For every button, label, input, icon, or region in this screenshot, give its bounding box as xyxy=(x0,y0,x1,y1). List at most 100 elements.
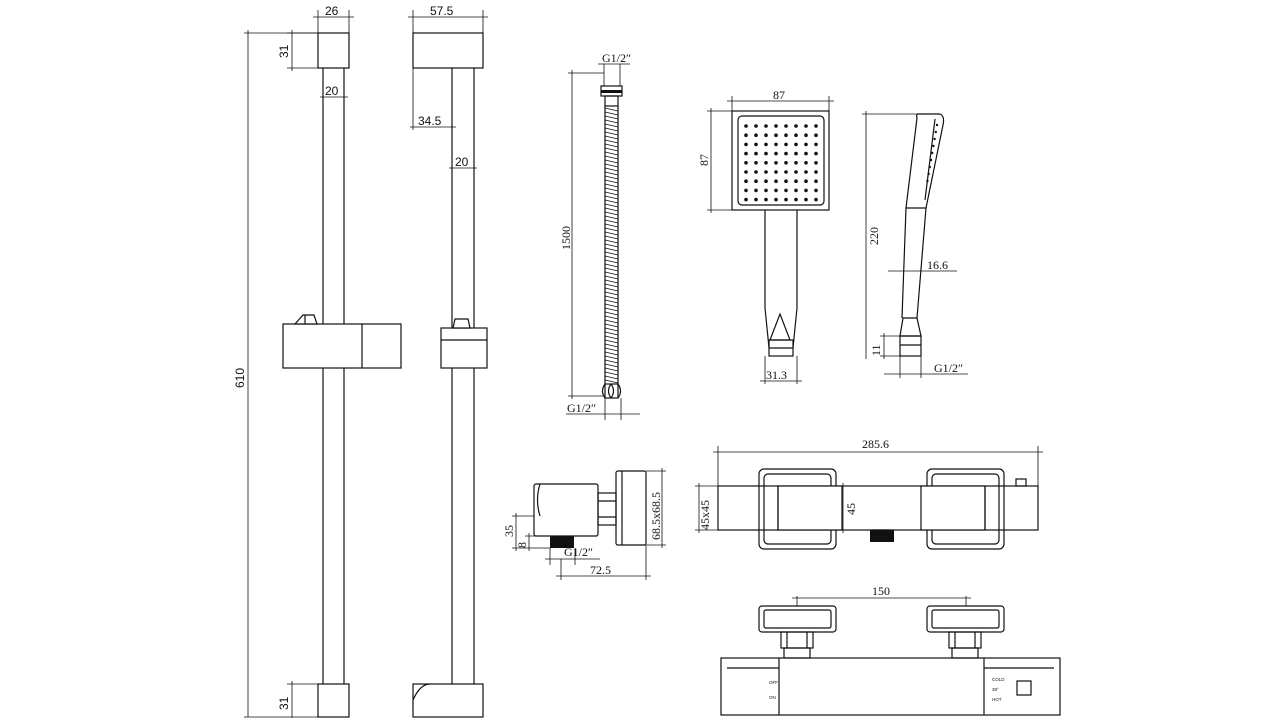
valve-height-label: 45 xyxy=(844,503,858,515)
spray-nozzle xyxy=(774,197,778,202)
wall-outlet-view: 35 8 G1/2″ 72.5 68.5x68.5 xyxy=(502,468,666,580)
spray-nozzle xyxy=(794,170,798,174)
riser-rail-front-view: 26 31 20 610 31 xyxy=(233,4,402,718)
handset-front-view: 87 87 31.3 xyxy=(697,88,834,384)
valve-off-label: OFF xyxy=(769,680,778,685)
side-nozzle xyxy=(932,144,935,148)
spray-nozzle xyxy=(804,151,808,156)
spray-nozzle xyxy=(814,151,818,156)
spray-nozzle xyxy=(764,170,768,174)
spray-nozzle xyxy=(774,188,778,193)
spray-nozzle xyxy=(754,151,758,156)
spray-nozzle xyxy=(774,124,778,128)
rail-side-offset-label: 34.5 xyxy=(418,114,442,128)
handset-length-label: 220 xyxy=(867,227,881,245)
valve-section-label: 45x45 xyxy=(698,500,712,530)
rail-side-depth-label: 57.5 xyxy=(430,4,454,18)
spray-nozzle xyxy=(774,133,778,137)
spray-nozzle xyxy=(764,133,768,137)
hose-top-thread-label: G1/2″ xyxy=(602,51,631,65)
spray-nozzle xyxy=(764,161,768,165)
spray-nozzle xyxy=(804,170,808,174)
spray-nozzle xyxy=(744,124,748,128)
valve-hot-label: HOT xyxy=(992,697,1002,702)
valve-cold-label: COLD xyxy=(992,677,1005,682)
side-nozzle xyxy=(929,158,933,162)
valve-width-label: 285.6 xyxy=(862,437,889,451)
spray-nozzle xyxy=(744,197,748,202)
outlet-nut-label: 8 xyxy=(515,542,529,548)
hose-bottom-thread-label: G1/2″ xyxy=(567,401,596,415)
spray-nozzle xyxy=(754,142,758,147)
spray-nozzle xyxy=(794,188,798,193)
spray-nozzle-grid xyxy=(744,124,818,202)
spray-nozzle xyxy=(794,151,798,156)
spray-nozzle xyxy=(794,197,798,202)
spray-nozzle xyxy=(814,179,818,183)
spray-nozzle xyxy=(774,170,778,174)
spray-nozzle xyxy=(804,179,808,183)
valve-front-view: 285.6 45x45 45 xyxy=(695,437,1043,550)
spray-nozzle xyxy=(804,133,808,137)
spray-nozzle xyxy=(744,179,748,183)
spray-nozzle xyxy=(744,170,748,174)
spray-nozzle xyxy=(784,133,788,137)
spray-nozzle xyxy=(804,161,808,165)
spray-nozzle xyxy=(814,133,818,137)
spray-nozzle xyxy=(784,197,788,202)
side-nozzle xyxy=(927,172,930,176)
hose-view: G1/2″ 1500 G1/2″ xyxy=(559,51,640,420)
spray-nozzle xyxy=(774,142,778,147)
spray-nozzle xyxy=(744,161,748,165)
spray-nozzle xyxy=(754,179,758,183)
side-nozzle xyxy=(931,151,934,155)
handset-head-width-label: 87 xyxy=(773,88,785,102)
outlet-depth-label: 72.5 xyxy=(590,563,611,577)
spray-nozzle xyxy=(784,124,788,128)
outlet-thread-label: G1/2″ xyxy=(564,545,593,559)
outlet-height-label: 35 xyxy=(502,525,516,537)
spray-nozzle xyxy=(764,188,768,193)
spray-nozzle xyxy=(804,188,808,193)
spray-nozzle xyxy=(744,188,748,193)
hose-coil-pattern xyxy=(604,107,619,384)
spray-nozzle xyxy=(804,197,808,202)
rail-top-cap-label: 31 xyxy=(277,44,291,58)
spray-nozzle xyxy=(794,161,798,165)
spray-nozzle xyxy=(754,188,758,193)
spray-nozzle xyxy=(784,142,788,147)
valve-top-view: OFF ON COLD 38° HOT 150 xyxy=(720,584,1061,716)
side-nozzle xyxy=(933,137,936,141)
spray-nozzle xyxy=(774,151,778,156)
spray-nozzle xyxy=(754,124,758,128)
spray-nozzle xyxy=(764,179,768,183)
side-nozzle xyxy=(926,179,929,183)
valve-temp-label: 38° xyxy=(992,687,999,692)
spray-nozzle xyxy=(794,124,798,128)
spray-nozzle xyxy=(794,133,798,137)
hose-length-label: 1500 xyxy=(559,226,573,250)
spray-nozzle xyxy=(774,179,778,183)
rail-length-label: 610 xyxy=(233,368,247,388)
rail-bottom-cap-label: 31 xyxy=(277,696,291,710)
handset-thread-label: G1/2″ xyxy=(934,361,963,375)
spray-nozzle xyxy=(754,170,758,174)
spray-nozzle xyxy=(774,161,778,165)
spray-nozzle xyxy=(814,197,818,202)
spray-nozzle xyxy=(754,133,758,137)
spray-nozzle xyxy=(804,124,808,128)
valve-on-label: ON xyxy=(769,695,776,700)
side-nozzle xyxy=(934,130,937,134)
spray-nozzle xyxy=(744,133,748,137)
spray-nozzle xyxy=(804,142,808,147)
spray-nozzle xyxy=(784,188,788,193)
spray-nozzle xyxy=(764,124,768,128)
handset-connector-label: 11 xyxy=(869,344,883,356)
side-nozzle-row xyxy=(926,123,939,183)
rail-side-tube-label: 20 xyxy=(455,155,469,169)
spray-nozzle xyxy=(764,151,768,156)
rail-width-label: 26 xyxy=(325,4,339,18)
spray-nozzle xyxy=(754,161,758,165)
riser-rail-side-view: 57.5 34.5 20 xyxy=(408,4,488,718)
